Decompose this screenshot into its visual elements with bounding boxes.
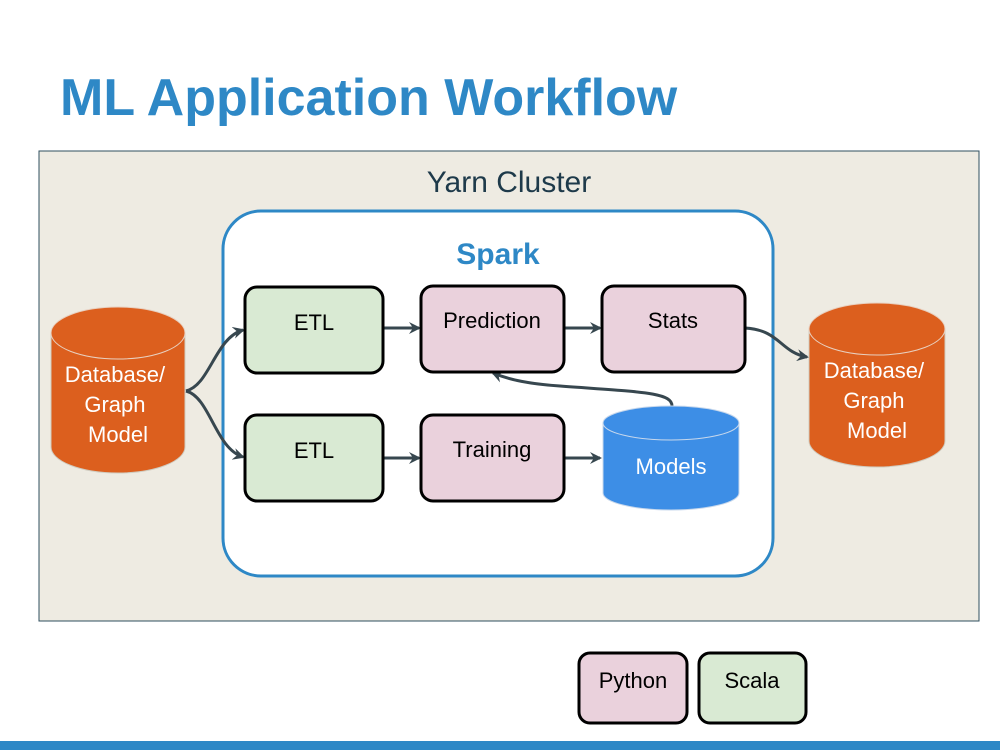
source-database-label: Database/ Graph Model (65, 362, 171, 447)
node-training-label: Training (453, 437, 532, 462)
edge-source-to-etl-bottom (185, 389, 245, 460)
edges (185, 322, 809, 464)
node-prediction-label: Prediction (443, 308, 541, 333)
node-stats: Stats (600, 284, 747, 374)
models-label: Models (636, 454, 707, 479)
node-training: Training (419, 413, 566, 503)
node-etl-bottom-label: ETL (294, 438, 334, 463)
page-title: ML Application Workflow (60, 69, 678, 127)
node-prediction: Prediction (419, 284, 566, 374)
edge-source-to-etl-top (185, 326, 245, 393)
edge-stats-to-target-db (744, 326, 809, 362)
node-etl-top: ETL (243, 285, 385, 375)
edge-models-to-prediction (491, 371, 674, 407)
source-database: Database/ Graph Model (50, 306, 186, 474)
spark-label: Spark (456, 238, 540, 271)
target-database-label: Database/ Graph Model (824, 358, 930, 443)
legend-scala-label: Scala (724, 668, 780, 693)
legend-scala: Scala (697, 651, 808, 725)
yarn-cluster-label: Yarn Cluster (427, 166, 592, 199)
legend: Python Scala (577, 651, 808, 725)
models-store: Models (602, 405, 740, 511)
legend-python: Python (577, 651, 689, 725)
node-etl-bottom: ETL (243, 413, 385, 503)
node-etl-top-label: ETL (294, 310, 334, 335)
node-stats-label: Stats (648, 308, 698, 333)
legend-python-label: Python (599, 668, 668, 693)
target-database: Database/ Graph Model (808, 302, 946, 468)
bottom-accent-bar (0, 741, 1000, 750)
